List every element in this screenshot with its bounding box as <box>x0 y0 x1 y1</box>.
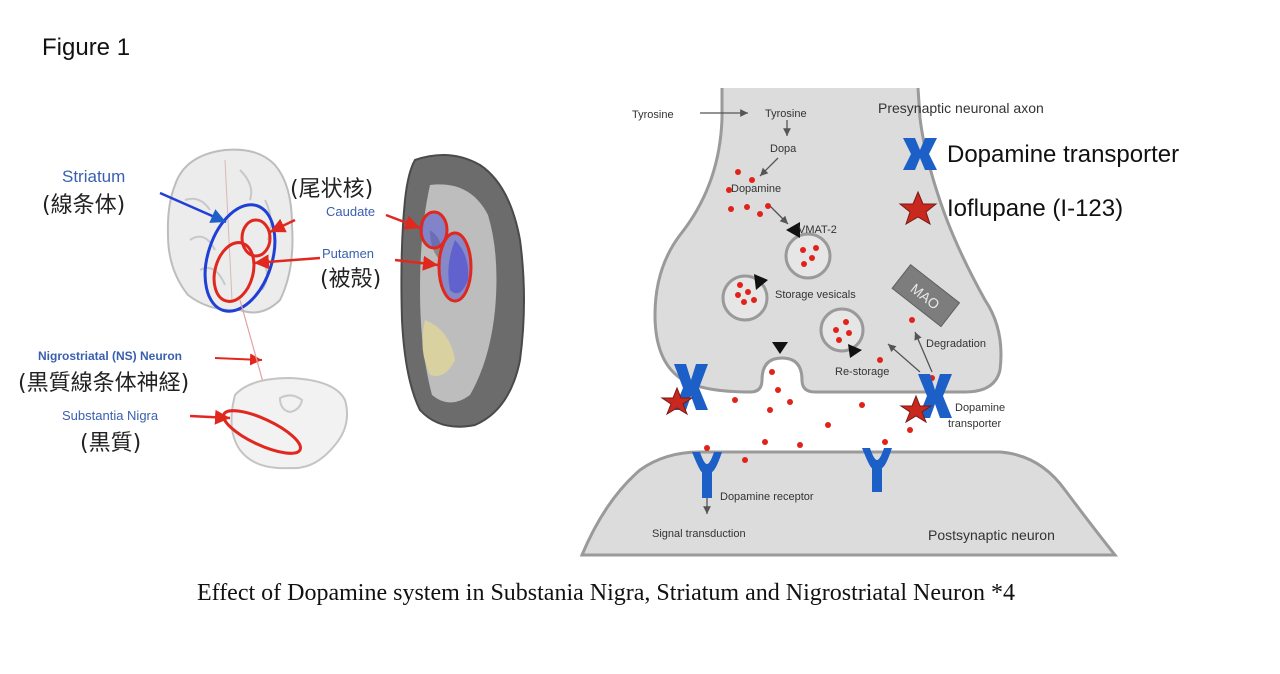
ioflupane-star-right <box>899 394 933 424</box>
dopamine-transporter-label-line1: Dopamine <box>955 402 1005 414</box>
ns-neuron-label-jp: (黒質線条体神経) <box>18 371 189 396</box>
striatum-label-jp: (線条体) <box>42 193 125 218</box>
dopamine-receptor-label: Dopamine receptor <box>720 491 814 503</box>
tyrosine-inside-label: Tyrosine <box>765 108 807 120</box>
substantia-nigra-label-jp: (黒質) <box>80 431 141 456</box>
ns-neuron-arrow <box>214 353 263 366</box>
storage-vesicals-label: Storage vesicals <box>775 289 856 301</box>
ioflupane-star-left <box>660 386 694 416</box>
putamen-label-jp: (被殻) <box>320 267 381 292</box>
caudate-arrow-left <box>269 218 296 234</box>
putamen-arrow-right <box>394 255 439 271</box>
dopamine-receptor-right <box>862 448 892 492</box>
dopamine-molecules <box>704 169 935 463</box>
dopa-label: Dopa <box>770 143 797 155</box>
dopamine-receptor-left <box>692 452 722 498</box>
vesicle-vmat2 <box>784 232 832 280</box>
ns-neuron-label: Nigrostriatal (NS) Neuron <box>38 349 182 363</box>
vesicle-restorage <box>819 307 865 353</box>
degradation-label: Degradation <box>926 338 986 350</box>
legend-transporter-icon <box>903 138 937 170</box>
restorage-arrow <box>914 331 933 373</box>
figure-caption: Effect of Dopamine system in Substania N… <box>196 580 1016 606</box>
degradation-arrow <box>887 343 921 373</box>
putamen-outline <box>212 241 256 303</box>
putamen-outline-axial <box>437 231 473 303</box>
legend-ioflupane-icon <box>898 190 938 226</box>
postsynaptic-neuron-label: Postsynaptic neuron <box>928 527 1055 543</box>
putamen-label: Putamen <box>322 246 374 261</box>
figure-label: Figure 1 <box>42 34 131 61</box>
legend-ioflupane-label: Ioflupane (I-123) <box>947 195 1123 222</box>
substantia-nigra-label: Substantia Nigra <box>62 408 159 423</box>
storage-vesicle-transporter <box>754 274 768 290</box>
vmat2-transporter <box>786 222 800 238</box>
striatum-arrow <box>159 191 227 224</box>
dopa-to-dopamine-arrow <box>759 157 779 177</box>
presynaptic-axon-label: Presynaptic neuronal axon <box>878 100 1044 116</box>
postsynaptic-neuron <box>579 450 1119 557</box>
coronal-brain-section <box>166 148 294 314</box>
caudate-label: Caudate <box>326 204 375 219</box>
dopamine-transporter-label-line2: transporter <box>948 418 1002 430</box>
striatum-label: Striatum <box>62 167 125 186</box>
putamen-arrow-left <box>253 254 321 270</box>
striatum-outline <box>203 203 277 313</box>
re-storage-label: Re-storage <box>835 366 889 378</box>
restorage-vesicle-transporter <box>848 344 862 358</box>
release-transporter <box>772 342 788 354</box>
dopamine-label: Dopamine <box>731 183 781 195</box>
legend: Dopamine transporter Ioflupane (I-123) <box>898 138 1179 226</box>
vmat2-label: VMAT-2 <box>798 224 837 236</box>
caudate-label-jp: (尾状核) <box>290 177 373 202</box>
legend-transporter-label: Dopamine transporter <box>947 141 1179 168</box>
dopamine-to-vmat-arrow <box>769 205 789 225</box>
caudate-outline-axial <box>419 210 449 250</box>
tyrosine-outside-label: Tyrosine <box>632 109 674 121</box>
signal-transduction-label: Signal transduction <box>652 528 746 540</box>
substantia-nigra-arrow <box>189 409 231 425</box>
caudate-arrow-right <box>385 213 421 230</box>
